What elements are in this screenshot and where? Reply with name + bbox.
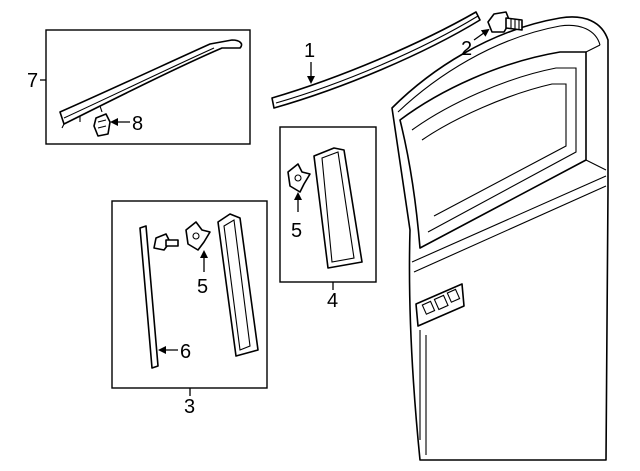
sash-molding: [59, 39, 243, 129]
callout-3: 3: [184, 396, 195, 418]
callout-1: 1: [304, 40, 315, 62]
weatherstrip-6: [139, 225, 159, 369]
clip-5a: [287, 163, 311, 193]
group-box-7: [45, 29, 251, 145]
callout-5b: 5: [197, 276, 208, 298]
callout-8: 8: [132, 113, 143, 135]
group-box-4: [279, 126, 377, 283]
applique-3: [217, 213, 259, 357]
callout-4: 4: [327, 290, 338, 312]
clip-5b: [185, 221, 211, 251]
sliding-door-shell: [391, 16, 609, 461]
callout-5a: 5: [291, 220, 302, 242]
callout-7: 7: [27, 70, 38, 92]
callout-6: 6: [180, 341, 191, 363]
roof-drip-molding: [271, 11, 481, 109]
bolt-3: [153, 233, 179, 251]
callout-2: 2: [461, 38, 472, 60]
applique-4: [313, 147, 363, 269]
bolt: [487, 11, 523, 33]
leader-2: [473, 28, 490, 41]
clip-8: [93, 113, 111, 137]
